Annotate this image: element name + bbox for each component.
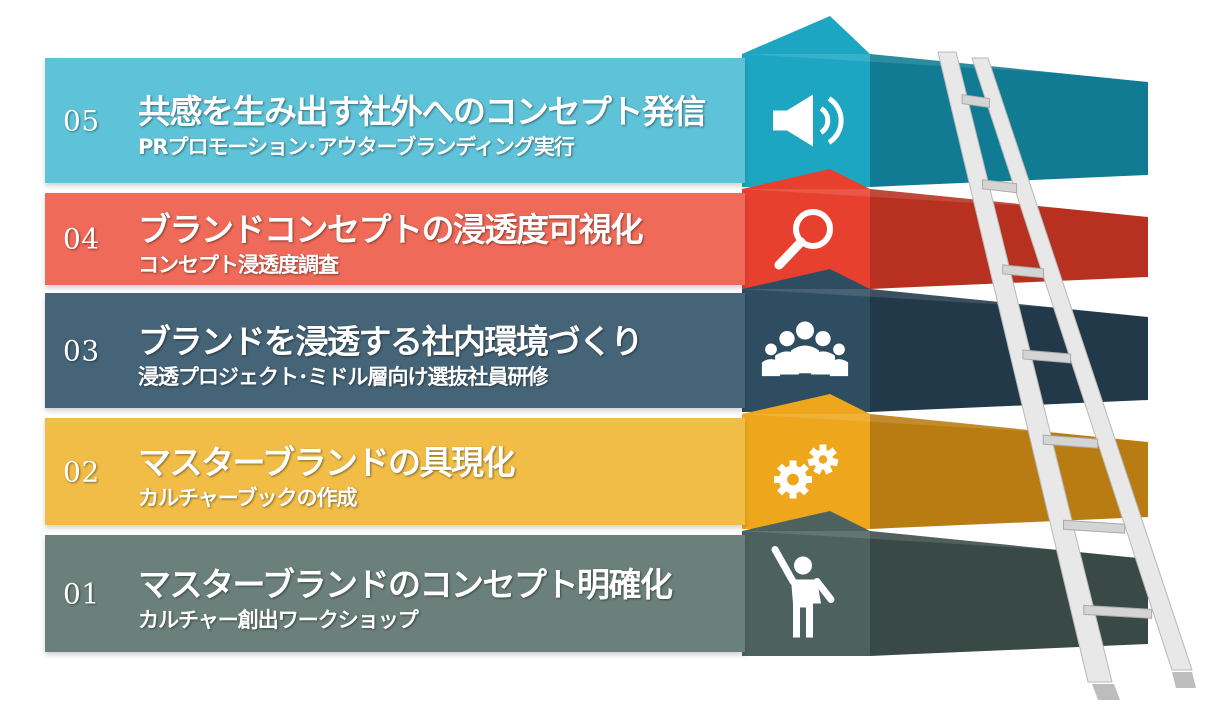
step-box-side — [870, 531, 1148, 656]
magnifier-icon — [774, 209, 833, 270]
step-icons — [761, 94, 849, 638]
step-band-01: 01 マスターブランドのコンセプト明確化 カルチャー創出ワークショップ — [45, 535, 745, 652]
ladder-foot — [1172, 672, 1196, 688]
ladder-rung — [981, 179, 1018, 194]
step-subtitle: カルチャー創出ワークショップ — [138, 607, 419, 632]
step-box-side — [870, 189, 1148, 289]
step-title: マスターブランドの具現化 — [138, 442, 516, 482]
step-subtitle: PRプロモーション･アウターブランディング実行 — [138, 134, 575, 159]
ladder-rung — [961, 93, 991, 109]
megaphone-icon — [773, 94, 844, 147]
step-number: 04 — [63, 222, 100, 256]
step-subtitle: 浸透プロジェクト･ミドル層向け選抜社員研修 — [138, 364, 548, 389]
step-number: 01 — [63, 577, 100, 610]
ladder-rung — [1022, 349, 1072, 364]
step-number: 05 — [63, 104, 100, 137]
step-subtitle: コンセプト浸透度調査 — [138, 253, 339, 277]
step-number: 03 — [63, 334, 100, 367]
step-band-04: 04 ブランドコンセプトの浸透度可視化 コンセプト浸透度調査 — [45, 193, 745, 285]
ladder-rail-right — [971, 57, 1193, 671]
ladder-rung — [1042, 434, 1099, 449]
step-box-face — [742, 189, 870, 289]
step-band-05: 05 共感を生み出す社外へのコンセプト発信 PRプロモーション･アウターブランデ… — [45, 58, 745, 183]
step-title: ブランドを浸透する社内環境づくり — [138, 321, 644, 361]
ladder-rung — [1062, 519, 1126, 534]
step-number: 02 — [63, 455, 100, 488]
ladder-foot — [1092, 684, 1120, 700]
step-band-02: 02 マスターブランドの具現化 カルチャーブックの作成 — [45, 418, 745, 525]
step-subtitle: カルチャーブックの作成 — [138, 485, 358, 510]
step-title: ブランドコンセプトの浸透度可視化 — [138, 210, 644, 249]
step-title: 共感を生み出す社外へのコンセプト発信 — [138, 91, 707, 131]
step-band-03: 03 ブランドを浸透する社内環境づくり 浸透プロジェクト･ミドル層向け選抜社員研… — [45, 293, 745, 408]
team-icon — [761, 321, 849, 377]
ladder-rung — [1002, 264, 1045, 279]
step-box-face — [742, 414, 870, 529]
step-title: マスターブランドのコンセプト明確化 — [138, 564, 673, 604]
ladder-rung — [1083, 604, 1153, 619]
person-waving-icon — [771, 546, 835, 638]
gears-icon — [774, 444, 839, 499]
ladder-icon — [937, 51, 1196, 700]
